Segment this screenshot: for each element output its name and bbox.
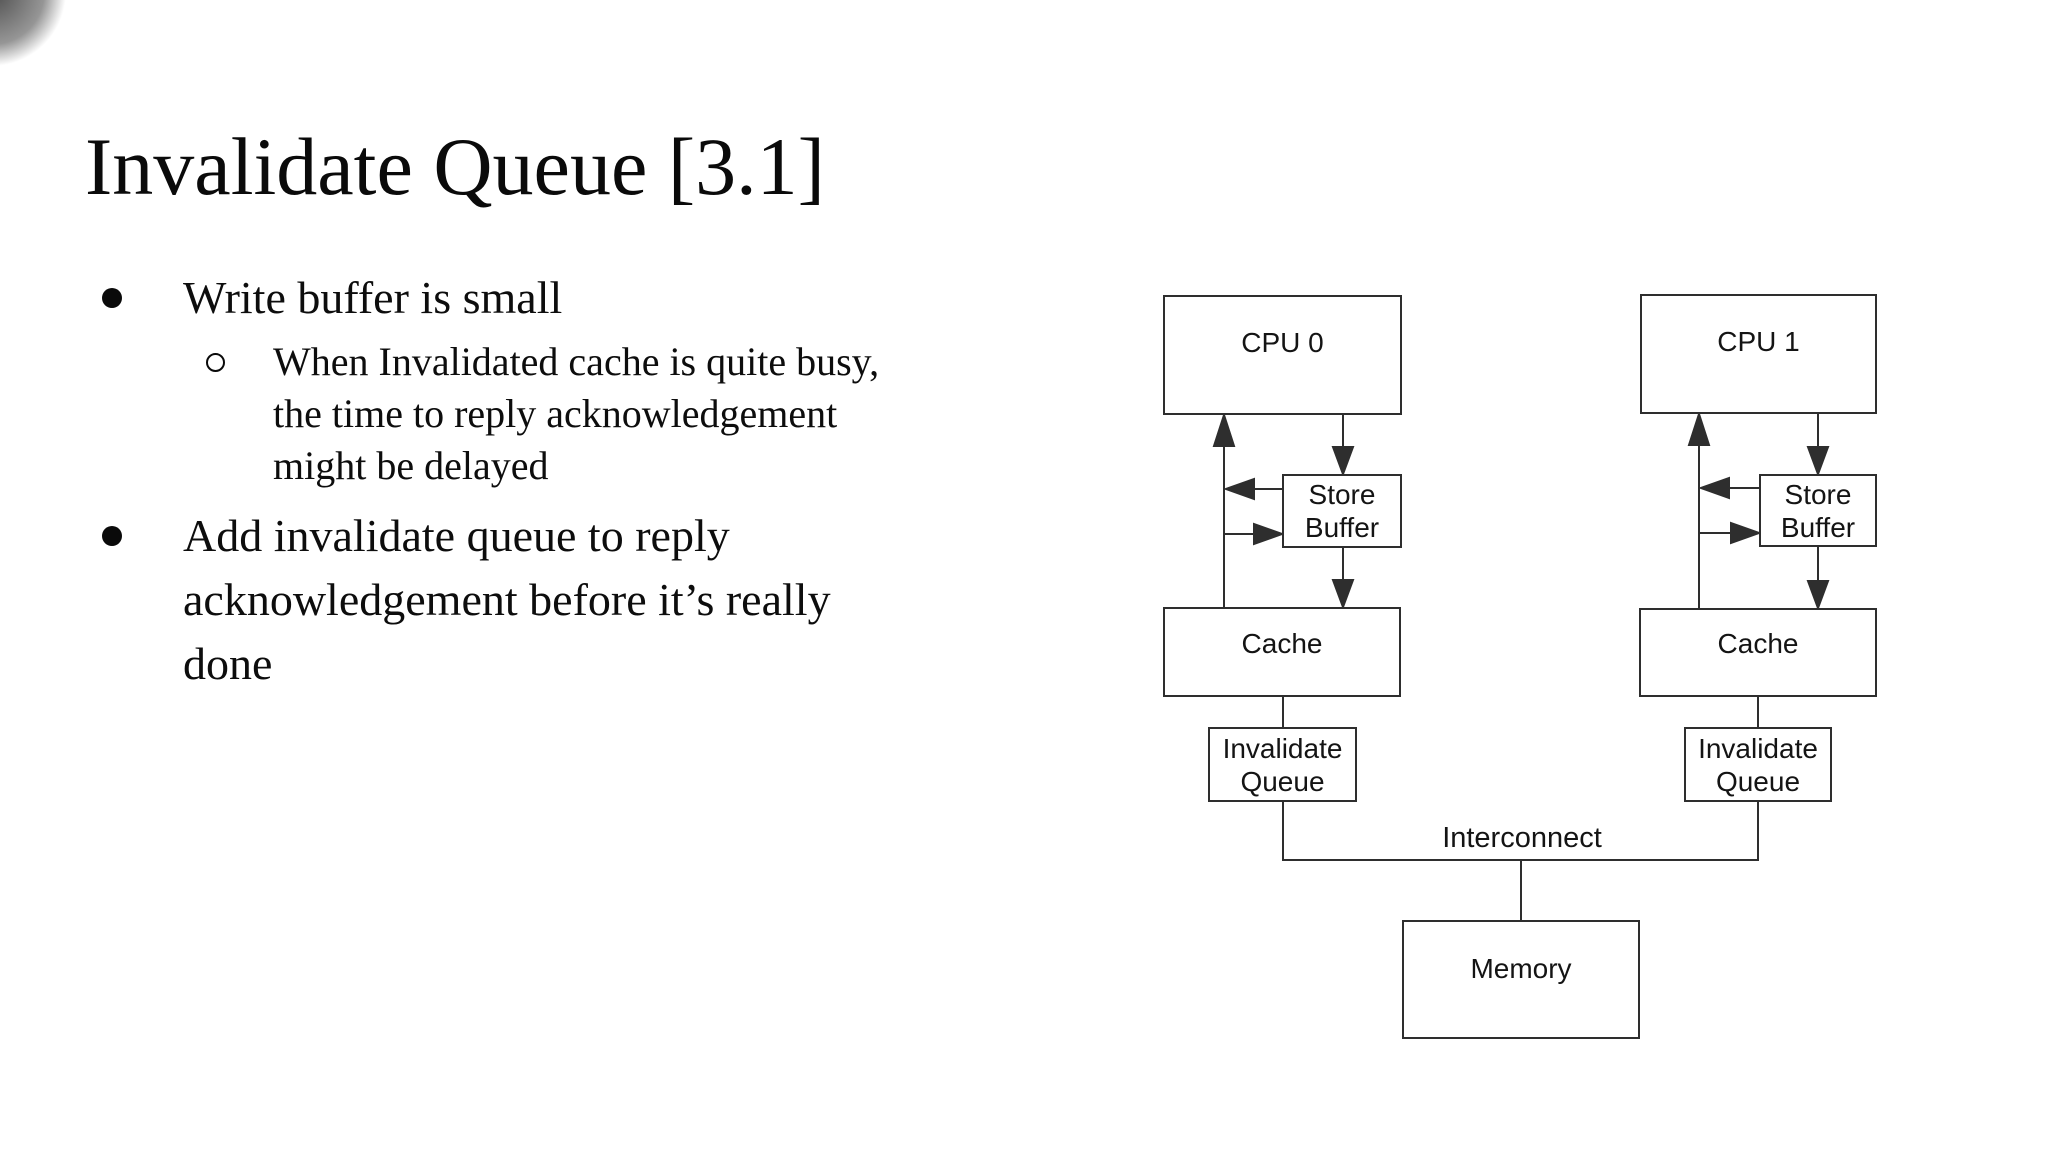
sub-bullet-item-1: When Invalidated cache is quite busy, th…: [206, 336, 960, 492]
invalidate-queue-0-box: Invalidate Queue: [1208, 727, 1357, 802]
corner-smudge-artifact: [0, 0, 110, 100]
memory-label: Memory: [1470, 953, 1572, 984]
sub-bullet-line-2: the time to reply acknowledgement: [273, 391, 838, 436]
bullet-2-text: Add invalidate queue to reply acknowledg…: [183, 504, 831, 696]
bullet-2-line-2: acknowledgement before it’s really: [183, 574, 831, 625]
store-buffer-0-box: Store Buffer: [1282, 474, 1402, 548]
invalidate-queue-0-label: Invalidate Queue: [1222, 732, 1343, 797]
bullet-item-1: Write buffer is small: [100, 266, 960, 330]
cache-0-box: Cache: [1163, 607, 1401, 697]
invalidate-queue-1-box: Invalidate Queue: [1684, 727, 1832, 802]
interconnect-label: Interconnect: [1442, 822, 1602, 854]
store-buffer-0-label: Store Buffer: [1304, 479, 1380, 543]
bullet-dot-icon: [102, 288, 122, 308]
memory-box: Memory: [1402, 920, 1640, 1039]
bullet-list: Write buffer is small When Invalidated c…: [100, 266, 960, 696]
sub-bullet-list: When Invalidated cache is quite busy, th…: [206, 336, 960, 492]
store-buffer-1-label: Store Buffer: [1780, 478, 1856, 543]
sub-bullet-line-1: When Invalidated cache is quite busy,: [273, 339, 880, 384]
invalidate-queue-1-label: Invalidate Queue: [1698, 732, 1818, 797]
bullet-2-line-1: Add invalidate queue to reply: [183, 510, 730, 561]
bullet-item-2: Add invalidate queue to reply acknowledg…: [100, 504, 960, 696]
cache-1-box: Cache: [1639, 608, 1877, 697]
sub-bullet-line-3: might be delayed: [273, 443, 549, 488]
bullet-2-line-3: done: [183, 638, 273, 689]
hollow-bullet-icon: [206, 353, 225, 372]
sub-bullet-1-text: When Invalidated cache is quite busy, th…: [273, 336, 879, 492]
cache-0-label: Cache: [1241, 627, 1323, 659]
cpu1-label: CPU 1: [1717, 325, 1800, 357]
cpu0-label: CPU 0: [1241, 326, 1324, 358]
cache-1-label: Cache: [1717, 628, 1799, 659]
cpu1-box: CPU 1: [1640, 294, 1877, 414]
store-buffer-1-box: Store Buffer: [1759, 474, 1877, 547]
bullet-1-text: Write buffer is small: [183, 266, 562, 330]
cpu0-box: CPU 0: [1163, 295, 1402, 415]
slide-title: Invalidate Queue [3.1]: [85, 121, 825, 212]
bullet-dot-icon: [102, 526, 122, 546]
bullet-1-line: Write buffer is small: [183, 272, 563, 323]
